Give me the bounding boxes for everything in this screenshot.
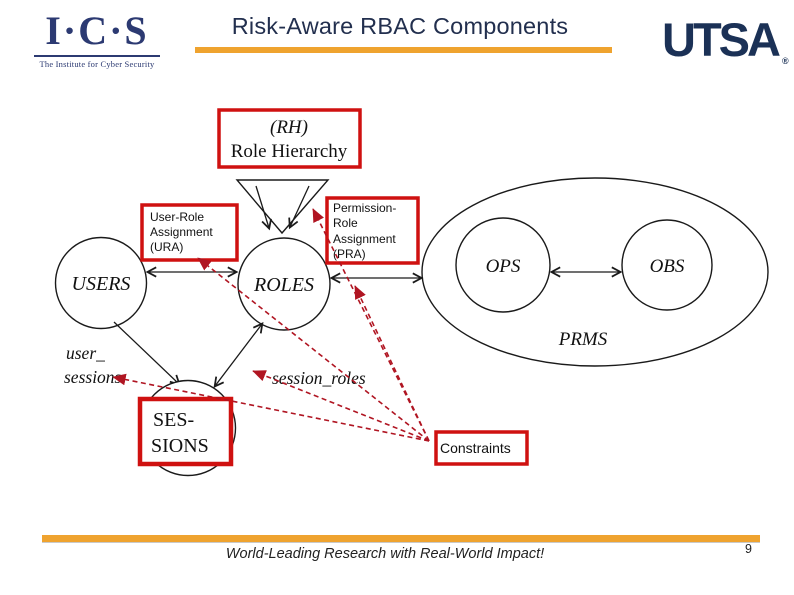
constraint-arrow-to-pra [354,285,430,442]
pra-label-line3: Assignment [333,232,396,246]
ura-label-line2: Assignment [150,225,213,239]
pra-box [325,196,420,265]
constraints-box [434,430,529,466]
constraint-arrow-to-session-roles [252,370,430,442]
roles-sessions-arrow [213,322,264,388]
role-hierarchy-triangle [235,179,330,235]
users-sessions-arrow [113,321,181,386]
user-sessions-label-line2: sessions [64,367,122,387]
rh-box [217,108,362,169]
constraint-arrows [112,208,430,442]
pra-label-line2: Role [333,216,358,230]
rh-label-line1: (RH) [270,117,308,138]
users-circle [54,236,148,330]
utsa-logo-text: UTSA [662,13,781,66]
pra-label-line1: Permission- [333,201,396,215]
ics-logo: I·C·S The Institute for Cyber Security [34,8,160,69]
footer-tagline: World-Leading Research with Real-World I… [225,546,545,562]
obs-circle [621,219,713,311]
slide-title: Risk-Aware RBAC Components [231,13,569,39]
prms-label: PRMS [558,329,608,350]
sessions-label-line2: SIONS [151,435,209,457]
ops-circle [455,217,551,313]
pra-label-line4: (PRA) [333,247,366,261]
users-label: USERS [72,273,131,295]
ura-label-line1: User-Role [150,210,204,224]
utsa-logo: UTSA® [662,13,789,77]
session-roles-label: session_roles [272,368,366,388]
ops-label: OPS [486,256,521,277]
rh-label-line2: Role Hierarchy [231,141,348,162]
constraints-label: Constraints [440,440,511,456]
constraint-arrow-to-ura [197,257,430,442]
rh-to-roles-arrow-right [288,185,310,230]
user-sessions-label-line1: user_ [66,343,105,363]
rh-to-roles-arrow-left [255,185,272,231]
page-number: 9 [745,542,752,556]
constraint-arrow-to-user-sessions [112,373,430,442]
sessions-label-line1: SES- [153,409,194,431]
title-underline [195,47,612,53]
sessions-box [137,396,234,467]
footer-accent-bar [42,535,760,543]
ura-box [140,203,239,262]
ura-label-line3: (URA) [150,240,183,254]
roles-label: ROLES [253,274,314,296]
ics-logo-acronym: I·C·S [34,8,160,57]
registered-mark: ® [781,56,789,66]
obs-label: OBS [650,256,685,277]
ics-logo-tagline: The Institute for Cyber Security [39,59,155,69]
